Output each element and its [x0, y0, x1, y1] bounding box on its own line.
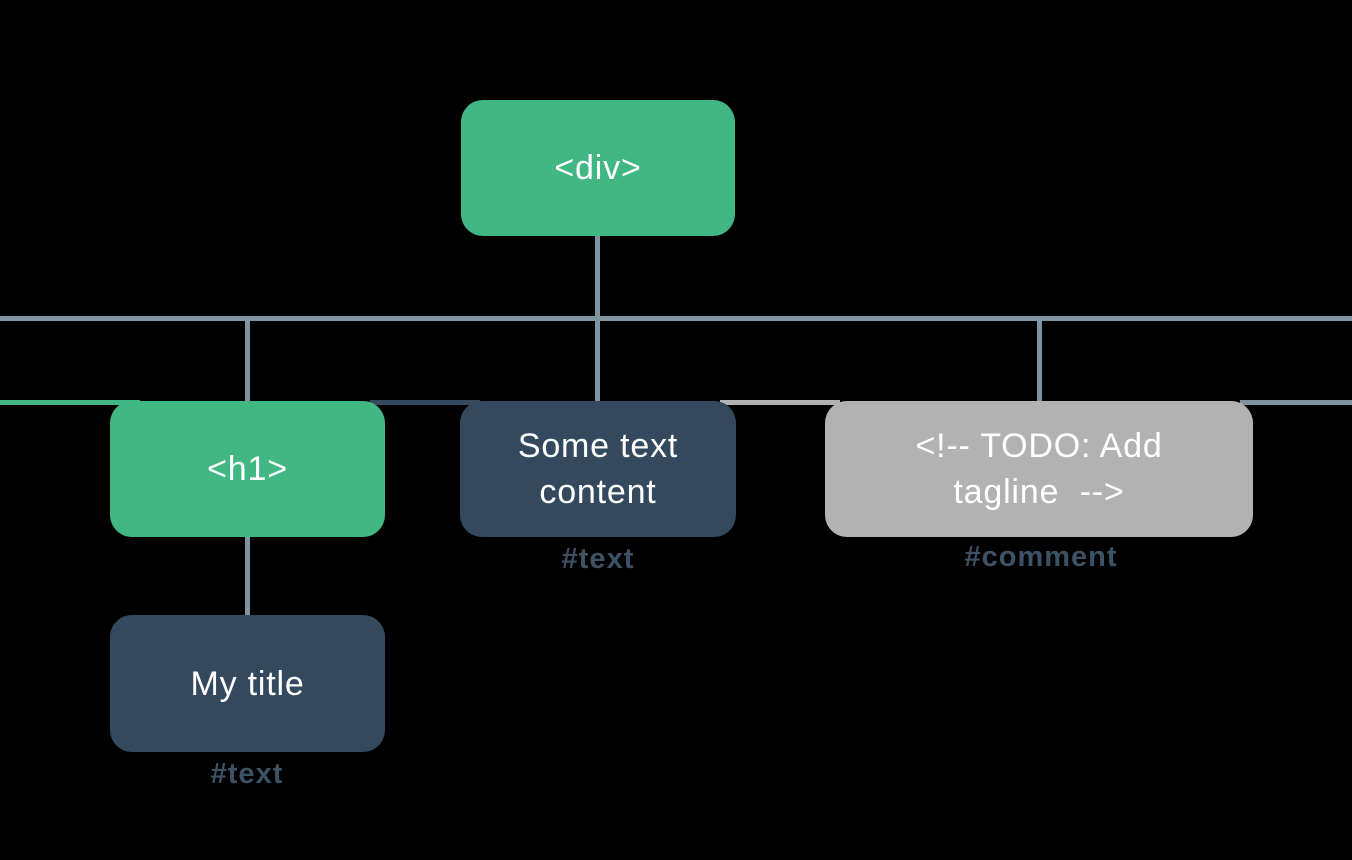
- node-div-root: <div>: [461, 100, 735, 236]
- node-comment: <!-- TODO: Add tagline -->: [825, 401, 1253, 537]
- node-my-title: My title: [110, 615, 385, 752]
- node-text-content: Some text content: [460, 401, 736, 537]
- connector-h1-to-title: [245, 536, 250, 616]
- stub-text-to-comment-node: [720, 400, 840, 405]
- node-div-label: <div>: [554, 149, 642, 187]
- badge-comment-node: #comment: [964, 541, 1118, 573]
- badge-my-title-text: #text: [210, 758, 284, 790]
- connector-rail-to-h1: [245, 316, 250, 403]
- stub-h1-to-text-node: [370, 400, 480, 405]
- edge-stub-right-slate: [1240, 400, 1352, 405]
- node-h1: <h1>: [110, 401, 385, 537]
- node-comment-label: <!-- TODO: Add tagline -->: [915, 427, 1163, 511]
- connector-rail-to-comment: [1037, 316, 1042, 403]
- node-text-content-label: Some text content: [517, 427, 679, 511]
- node-my-title-label: My title: [190, 664, 305, 703]
- badge-text-node: #text: [561, 543, 635, 575]
- edge-stub-left-green: [0, 400, 140, 405]
- connector-rail: [0, 316, 1352, 321]
- node-h1-label: <h1>: [207, 450, 288, 488]
